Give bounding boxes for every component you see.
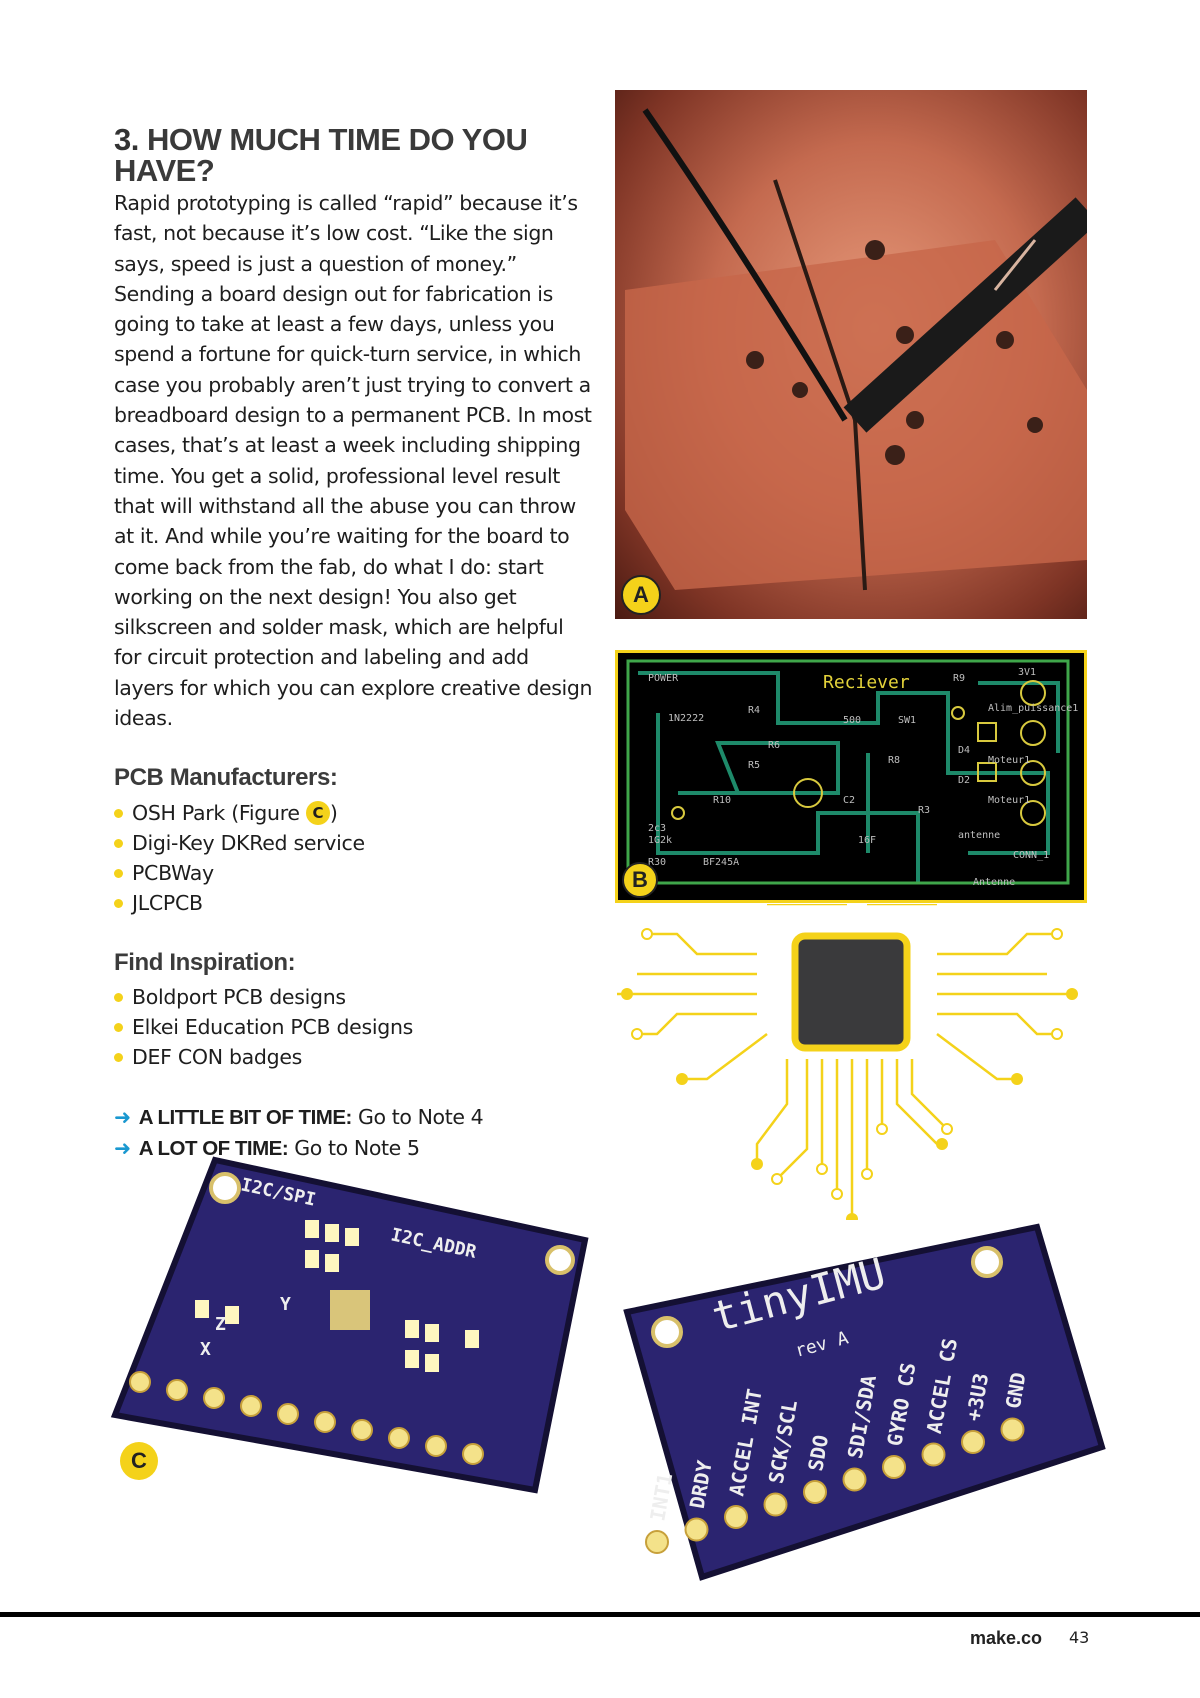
pin-pad — [803, 1480, 827, 1504]
item-text: DEF CON badges — [132, 1044, 303, 1069]
bullet-icon — [114, 808, 123, 818]
photo-breakout-board: I2C/SPI I2C_ADDR X Y Z — [110, 1156, 589, 1494]
bullet-icon — [114, 1052, 123, 1062]
list-item: OSH Park (Figure C) — [114, 798, 594, 828]
next-text: Go to Note 5 — [288, 1135, 420, 1160]
silk-label: R9 — [953, 673, 965, 684]
silk-label: 2c3 — [648, 823, 666, 834]
chip-icon — [791, 932, 911, 1052]
silk-label: Moteur1 — [988, 795, 1030, 806]
silk-label: 3V1 — [1018, 667, 1036, 678]
list-item: Digi-Key DKRed service — [114, 828, 594, 858]
bullet-icon — [114, 838, 123, 848]
arrow-right-icon: ➜ — [114, 1135, 131, 1160]
board-title: Reciever — [823, 672, 910, 693]
item-text: Digi-Key DKRed service — [132, 830, 365, 855]
figure-label-c: C — [120, 1442, 158, 1480]
silk-label: Z — [215, 1314, 226, 1335]
pcb-layout-drawing: Reciever POWER 1N2222 R4 R6 500 SW1 R9 3… — [626, 659, 1078, 888]
section-heading: 3. HOW MUCH TIME DO YOU HAVE? — [114, 124, 594, 186]
next-label: A LOT OF TIME: — [138, 1136, 289, 1160]
bullet-icon — [114, 1022, 123, 1032]
silk-label: R5 — [748, 760, 760, 771]
chip-traces-illustration — [617, 904, 1078, 1220]
silk-label: Y — [280, 1294, 291, 1315]
pin-pad — [645, 1530, 669, 1554]
silk-label: 1N2222 — [668, 713, 704, 724]
pin-pad — [1000, 1417, 1025, 1442]
figure-ref-badge: C — [305, 800, 330, 825]
bullet-icon — [114, 992, 123, 1002]
silk-label: R6 — [768, 740, 780, 751]
manufacturers-heading: PCB Manufacturers: — [114, 764, 338, 792]
bullet-icon — [114, 898, 123, 908]
body-paragraph: Rapid prototyping is called “rapid” beca… — [114, 191, 593, 731]
silk-label: D4 — [958, 745, 970, 756]
silk-label: R3 — [918, 805, 930, 816]
bullet-icon — [114, 868, 123, 878]
list-item: JLCPCB — [114, 888, 594, 918]
silk-label: Alim_puissance1 — [988, 703, 1078, 714]
silk-label: R30 — [648, 857, 666, 868]
next-text: Go to Note 4 — [351, 1104, 484, 1129]
silk-label: C2 — [843, 795, 855, 806]
figure-label-b: B — [622, 862, 658, 898]
soldering-illustration — [625, 108, 1087, 591]
manufacturers-list: OSH Park (Figure C) Digi-Key DKRed servi… — [114, 798, 594, 918]
page-number: 43 — [1069, 1628, 1090, 1647]
silk-label: BF245A — [703, 857, 739, 868]
figure-label-a: A — [621, 575, 661, 615]
silk-label: POWER — [648, 673, 679, 684]
silk-label: antenne — [958, 830, 1000, 841]
pin-pad — [763, 1492, 788, 1517]
pin-label: INT1 — [645, 1471, 677, 1523]
silk-label: R10 — [713, 795, 731, 806]
pin-pad — [724, 1505, 748, 1529]
pin-pad — [684, 1517, 709, 1542]
next-note-lot: ➜ A LOT OF TIME: Go to Note 5 — [114, 1133, 594, 1164]
silk-label: 16F — [858, 835, 876, 846]
close-paren: ) — [329, 800, 338, 825]
heading-number: 3. — [114, 122, 139, 157]
heading-title: HOW MUCH TIME DO YOU HAVE? — [114, 122, 528, 188]
item-text: PCBWay — [132, 860, 214, 885]
footer-rule — [0, 1612, 1200, 1617]
silk-label: Antenne — [973, 877, 1015, 888]
silk-label: Moteur1 — [988, 755, 1030, 766]
pcb-layout-screenshot: Reciever POWER 1N2222 R4 R6 500 SW1 R9 3… — [615, 650, 1087, 903]
arrow-right-icon: ➜ — [114, 1104, 131, 1129]
item-text: Boldport PCB designs — [132, 984, 346, 1009]
list-item: DEF CON badges — [114, 1042, 594, 1072]
item-text: JLCPCB — [132, 890, 203, 915]
photo-soldering: A — [615, 90, 1087, 619]
list-item: Elkei Education PCB designs — [114, 1012, 594, 1042]
list-item: PCBWay — [114, 858, 594, 888]
inspiration-list: Boldport PCB designs Elkei Education PCB… — [114, 982, 594, 1072]
next-label: A LITTLE BIT OF TIME: — [138, 1105, 353, 1129]
silk-label: 1G2k — [648, 835, 672, 846]
pin-pad — [921, 1442, 946, 1467]
pin-pad — [842, 1467, 867, 1492]
inspiration-heading: Find Inspiration: — [114, 948, 296, 976]
pin-pad — [961, 1430, 985, 1454]
item-text: OSH Park (Figure — [132, 800, 306, 825]
footer-site: make.co — [970, 1628, 1043, 1648]
silk-label: X — [200, 1339, 211, 1360]
silk-label: CONN_1 — [1013, 850, 1049, 861]
silk-label: R4 — [748, 705, 760, 716]
article-column: Rapid prototyping is called “rapid” beca… — [114, 188, 594, 1164]
silk-label: 500 — [843, 715, 861, 726]
next-note-little: ➜ A LITTLE BIT OF TIME: Go to Note 4 — [114, 1102, 594, 1133]
silk-label: SW1 — [898, 715, 916, 726]
item-text: Elkei Education PCB designs — [132, 1014, 414, 1039]
silk-label: D2 — [958, 775, 970, 786]
silk-label: R8 — [888, 755, 900, 766]
pin-pad — [882, 1455, 906, 1479]
list-item: Boldport PCB designs — [114, 982, 594, 1012]
